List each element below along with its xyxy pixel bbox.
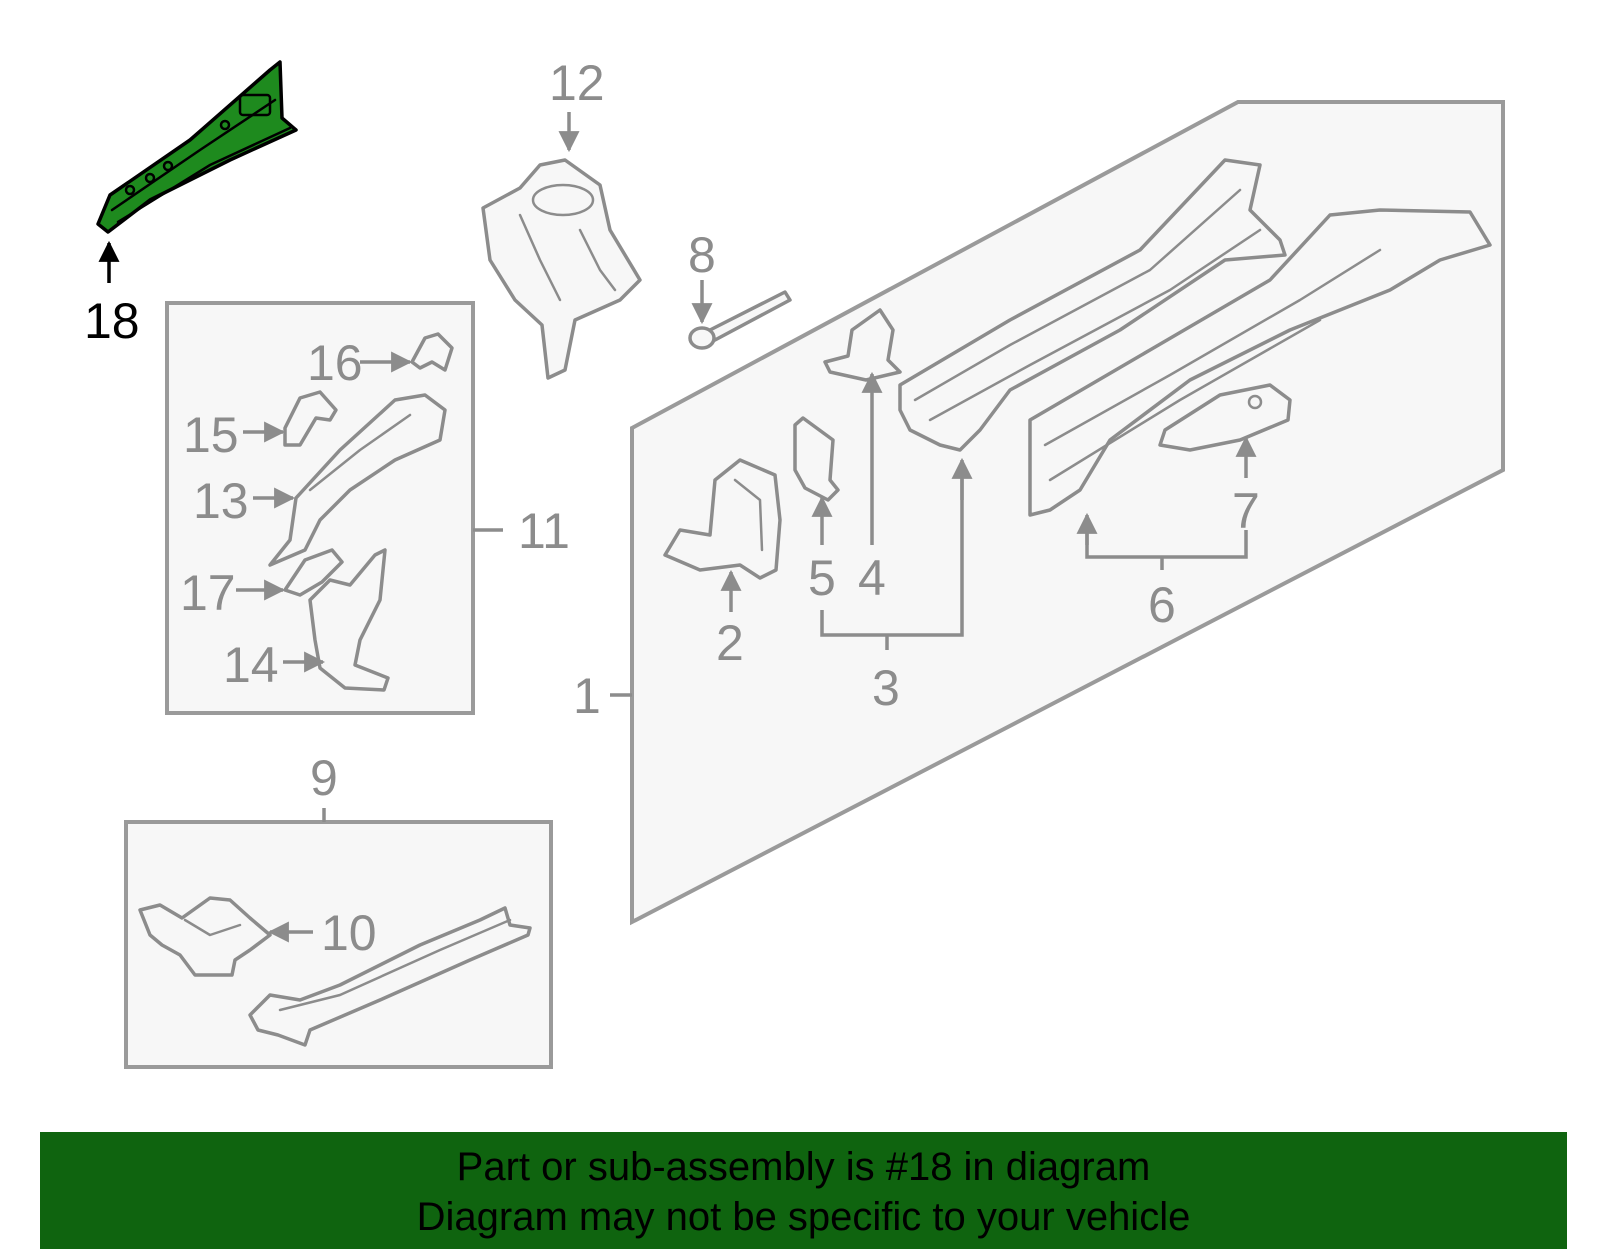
callout-9: 9: [310, 750, 338, 806]
callout-7: 7: [1232, 483, 1260, 539]
callout-14: 14: [223, 637, 279, 693]
part-10: [138, 896, 272, 977]
callout-5: 5: [808, 550, 836, 606]
part-16: [410, 332, 454, 372]
part-6-rail: [1028, 208, 1492, 517]
callout-13: 13: [193, 473, 249, 529]
bracket-3: [820, 462, 964, 637]
callout-6: 6: [1148, 577, 1176, 633]
callout-11: 11: [518, 503, 570, 559]
callout-10: 10: [321, 905, 377, 961]
info-banner: Part or sub-assembly is #18 in diagram D…: [40, 1132, 1567, 1249]
callout-16: 16: [307, 335, 363, 391]
callout-18: 18: [84, 293, 140, 349]
part-5: [793, 416, 840, 502]
callout-3: 3: [872, 660, 900, 716]
part-15: [283, 390, 338, 447]
banner-line-2: Diagram may not be specific to your vehi…: [416, 1195, 1191, 1239]
part-3-rail: [898, 158, 1287, 452]
part-7: [1158, 383, 1292, 452]
part-2: [663, 458, 782, 580]
callout-1: 1: [573, 668, 601, 724]
banner-line-1: Part or sub-assembly is #18 in diagram: [456, 1145, 1151, 1189]
part-17: [283, 548, 344, 597]
callout-12: 12: [549, 55, 605, 111]
part-13: [268, 393, 447, 567]
callout-15: 15: [183, 407, 239, 463]
callout-8: 8: [688, 227, 716, 283]
part-9-sill: [248, 906, 532, 1047]
part-8: [688, 290, 792, 350]
part-12: [481, 158, 642, 380]
callout-2: 2: [716, 615, 744, 671]
part-4: [823, 308, 902, 382]
callout-4: 4: [858, 550, 886, 606]
part-18-highlighted[interactable]: [96, 60, 298, 234]
callout-17: 17: [180, 565, 236, 621]
